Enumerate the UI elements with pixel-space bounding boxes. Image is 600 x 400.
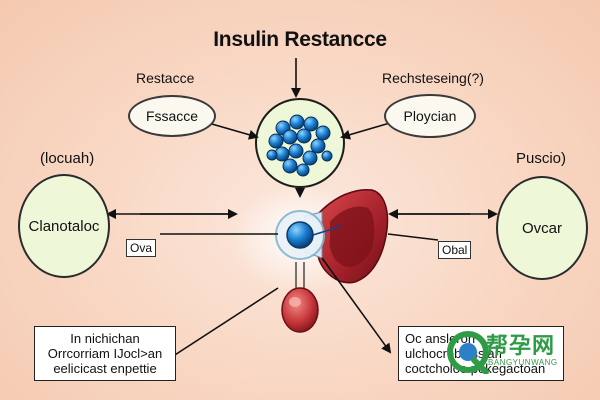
top-right-blob-text: Ploycian: [403, 108, 457, 124]
watermark-main-text: 帮孕网: [486, 334, 556, 359]
top-left-blob-text: Fssacce: [145, 108, 199, 124]
arrow-to-bottom-left: [162, 287, 279, 364]
top-right-label: Rechsteseing(?): [382, 70, 484, 86]
arrow-to-bottom-right: [321, 257, 392, 354]
line-right-tag: [387, 233, 439, 241]
diagram-title: Insulin Restancce: [213, 28, 387, 51]
right-circle-text: Ovcar: [521, 219, 562, 237]
bottom-left-line-1: In nichichan: [70, 331, 140, 346]
blood-drop-illustration: [281, 262, 319, 333]
watermark: 帮孕网 BANGYUNWANG: [446, 328, 576, 378]
top-left-label: Restacce: [136, 70, 195, 86]
right-tag: Obal: [438, 241, 472, 259]
left-circle-text: Clanotaloc: [28, 217, 100, 235]
receptor-cell-illustration: [275, 210, 343, 260]
top-left-blob: Fssacce: [128, 95, 216, 137]
watermark-logo-icon: [447, 331, 489, 374]
left-tag: Ova: [126, 239, 157, 257]
bottom-right-line-2: ulchocroblassian: [405, 346, 502, 361]
top-right-blob: Ploycian: [384, 94, 476, 138]
right-circle: Ovcar: [496, 176, 588, 280]
right-heading: Puscio): [516, 150, 567, 167]
bottom-left-line-3: eelicicast enpettie: [53, 361, 157, 376]
left-circle: Clanotaloc: [18, 174, 110, 278]
left-heading: (locuah): [40, 150, 95, 167]
bottom-left-box: In nichichan Orrcorriam IJocl>an eelicic…: [34, 326, 176, 381]
watermark-sub-text: BANGYUNWANG: [488, 358, 558, 367]
bottom-left-line-2: Orrcorriam IJocl>an: [47, 346, 163, 361]
cell-cluster-illustration: [255, 98, 345, 188]
